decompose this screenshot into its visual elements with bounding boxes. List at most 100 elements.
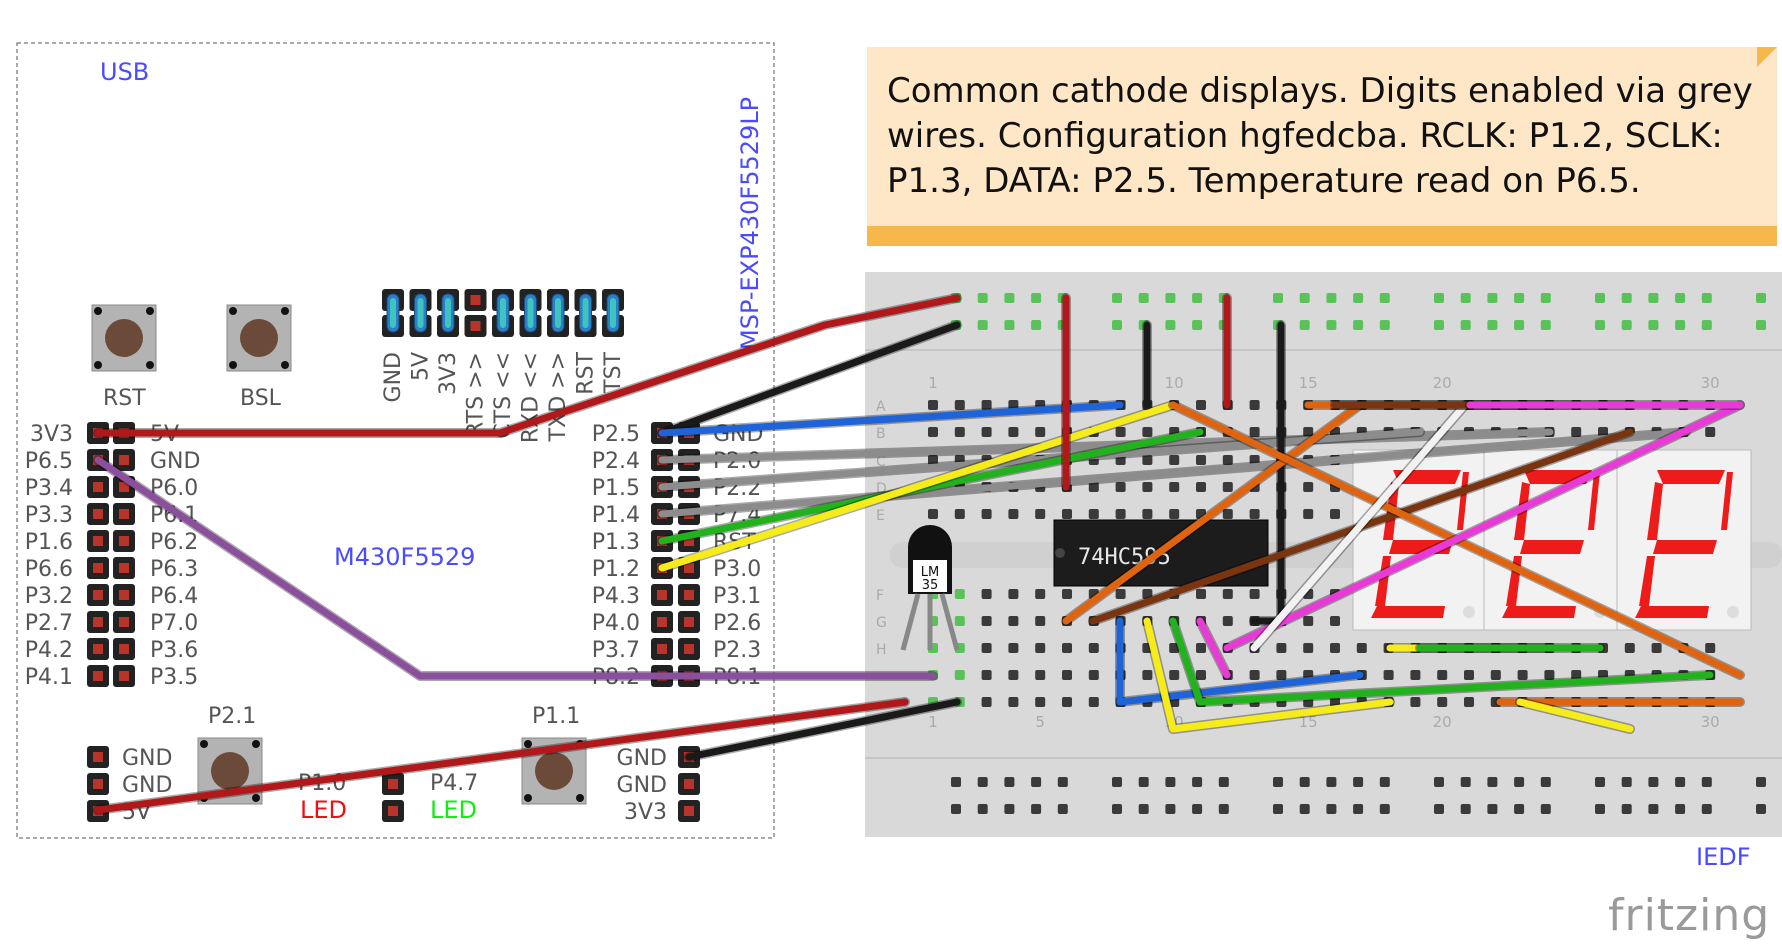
breadboard-row-letter: A <box>876 399 886 415</box>
breadboard-hole <box>1487 293 1498 303</box>
breadboard-hole <box>1088 643 1099 653</box>
breadboard-row-letter: G <box>876 615 887 631</box>
bottom-right-pin-label: GND <box>617 746 667 771</box>
left-outer-pin-label: P3.2 <box>25 584 73 609</box>
top-header-pin-label: TXD >> <box>546 352 571 442</box>
breadboard-hole <box>1675 320 1686 330</box>
breadboard-hole <box>1353 804 1364 814</box>
breadboard-hole <box>1222 589 1233 599</box>
breadboard-hole <box>954 400 965 410</box>
note-bottom-bar <box>867 226 1777 246</box>
breadboard-hole <box>1273 804 1283 814</box>
top-header-pin-label: CTS << <box>491 352 516 439</box>
rst-label: RST <box>103 386 146 411</box>
rst-button[interactable] <box>91 304 157 372</box>
bottom-right-pin-pad <box>684 779 694 789</box>
top-jumper-header <box>382 289 624 337</box>
breadboard-hole <box>1222 509 1233 519</box>
left-header-pin-pad <box>119 617 129 627</box>
jumper-cap-core <box>582 298 589 328</box>
wire-bottom-yellow <box>1143 617 1394 733</box>
breadboard-hole <box>954 670 965 680</box>
left-outer-pin-label: P2.7 <box>25 611 73 636</box>
wire-segment-a <box>1062 401 1364 625</box>
breadboard-hole <box>1514 293 1525 303</box>
top-header-pin-pad <box>470 321 481 331</box>
breadboard-hole <box>1490 670 1501 680</box>
left-outer-pin-label: 3V3 <box>30 422 73 447</box>
breadboard-hole <box>1165 777 1176 787</box>
p47-label: P4.7 <box>430 771 478 796</box>
breadboard-hole <box>1112 320 1122 330</box>
right-inner-pin-label: P3.0 <box>713 557 761 582</box>
breadboard-hole <box>977 777 988 787</box>
breadboard-hole <box>1326 777 1337 787</box>
breadboard-hole <box>981 697 992 707</box>
wire-p12-rclk <box>658 401 1177 572</box>
display-segment <box>1588 472 1600 530</box>
breadboard-hole <box>981 643 992 653</box>
left-header-pin-pad <box>93 617 103 627</box>
breadboard-hole <box>981 427 992 437</box>
breadboard-hole <box>1004 320 1015 330</box>
left-pin-header <box>87 422 135 687</box>
breadboard-hole <box>1112 293 1122 303</box>
breadboard-hole <box>1648 293 1659 303</box>
breadboard-hole <box>1035 697 1046 707</box>
breadboard-hole <box>1062 589 1072 599</box>
breadboard-hole <box>1035 427 1046 437</box>
breadboard-hole <box>1192 320 1203 330</box>
chip-notch <box>1055 548 1065 558</box>
breadboard-hole <box>1222 482 1233 492</box>
breadboard-hole <box>1299 320 1310 330</box>
bottom-right-pin-pad <box>684 806 694 816</box>
breadboard-hole <box>1088 670 1099 680</box>
breadboard-hole <box>954 616 965 626</box>
breadboard-hole <box>1410 697 1421 707</box>
breadboard-hole <box>1540 293 1551 303</box>
wire-5v-to-sensor <box>94 698 909 814</box>
breadboard-hole <box>1621 293 1632 303</box>
breadboard-hole <box>1621 804 1632 814</box>
breadboard-hole <box>1756 320 1766 330</box>
breadboard-bottom-number: 20 <box>1433 713 1452 731</box>
breadboard-hole <box>1249 455 1260 465</box>
breadboard-hole <box>1487 804 1498 814</box>
breadboard-hole <box>1701 804 1712 814</box>
breadboard-hole <box>1008 697 1019 707</box>
breadboard-hole <box>1303 509 1314 519</box>
breadboard-hole <box>1756 777 1766 787</box>
breadboard-hole <box>1379 320 1390 330</box>
breadboard-hole <box>1437 697 1448 707</box>
breadboard-hole <box>1035 643 1046 653</box>
breadboard-hole <box>1192 804 1203 814</box>
breadboard-hole <box>1142 589 1153 599</box>
bottom-left-pin-pad <box>93 779 103 789</box>
left-outer-pin-label: P3.3 <box>25 503 73 528</box>
breadboard-column-number: 15 <box>1299 374 1318 392</box>
breadboard-hole <box>1035 670 1046 680</box>
bsl-button[interactable] <box>226 304 292 372</box>
right-outer-pin-label: P1.4 <box>592 503 640 528</box>
breadboard-hole <box>1138 293 1149 303</box>
right-outer-pin-label: P2.4 <box>592 449 640 474</box>
breadboard-hole <box>1705 643 1716 653</box>
right-outer-pin-label: P3.7 <box>592 638 640 663</box>
seven-segment-displays <box>1352 449 1752 631</box>
right-outer-pin-label: P1.2 <box>592 557 640 582</box>
breadboard-hole <box>977 293 988 303</box>
breadboard-hole <box>1112 777 1122 787</box>
wire-p15-digit2 <box>658 428 1424 491</box>
right-header-pin-pad <box>684 563 694 573</box>
breadboard-hole <box>1595 293 1605 303</box>
breadboard-hole <box>1169 509 1180 519</box>
breadboard-hole <box>1249 589 1260 599</box>
usb-label: USB <box>100 58 149 86</box>
breadboard-hole <box>1701 320 1712 330</box>
left-inner-pin-label: P3.6 <box>150 638 198 663</box>
breadboard-hole <box>1142 427 1153 437</box>
breadboard-hole <box>1487 320 1498 330</box>
left-header-pin-pad <box>119 509 129 519</box>
breadboard-hole <box>1115 455 1126 465</box>
breadboard-hole <box>1595 804 1605 814</box>
